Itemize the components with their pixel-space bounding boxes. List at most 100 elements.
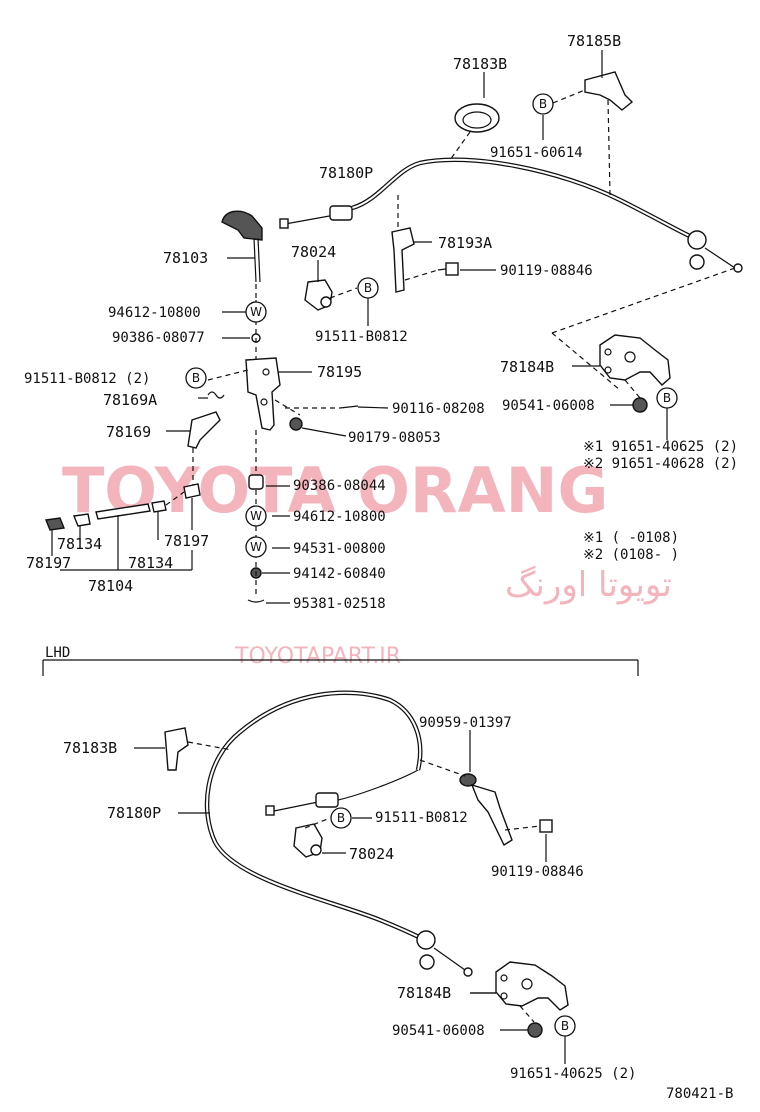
note-1: ※1 91651-40625 (2): [583, 439, 738, 455]
label-78169: 78169: [106, 423, 151, 441]
label-78195: 78195: [317, 363, 362, 381]
label-90386-08044: 90386-08044: [293, 478, 386, 494]
diagram-id: 780421-B: [666, 1086, 733, 1102]
bushing-90541-06008-bottom: [527, 1022, 543, 1038]
note-2: ※2 91651-40628 (2): [583, 456, 738, 472]
cable-end-tip: [279, 218, 289, 229]
svg-text:B: B: [663, 391, 671, 405]
watermark-url: TOYOTAPART.IR: [234, 644, 401, 669]
label-lhd: LHD: [45, 645, 70, 661]
collar-90386-08044: [248, 474, 264, 490]
top-assembly: [45, 50, 743, 604]
label-90116-08208: 90116-08208: [392, 401, 485, 417]
marker-b-1: [532, 93, 554, 115]
label-78193A: 78193A: [438, 234, 492, 252]
label-78183B: 78183B: [453, 55, 507, 73]
bracket-bottom: [470, 783, 513, 847]
bolt-90119-08846: [445, 262, 459, 276]
label-90959-01397: 90959-01397: [419, 715, 512, 731]
clip-95381-02518: [247, 599, 265, 603]
lhd-divider: LHD: [42, 645, 639, 676]
label-78197-left: 78197: [26, 554, 71, 572]
top-markers: B B W B B W W: [185, 93, 678, 558]
svg-text:W: W: [250, 540, 262, 554]
bracket-78185B: [584, 71, 634, 111]
label-90119-08846-top: 90119-08846: [500, 263, 593, 279]
bracket-78193A: [391, 227, 415, 293]
cap-78197-left: [45, 517, 65, 531]
bracket-78195: [245, 357, 281, 431]
svg-text:W: W: [250, 305, 262, 319]
bushing-78134-left: [73, 513, 91, 527]
label-94612-10800-b: 94612-10800: [293, 509, 386, 525]
label-90541-06008-top: 90541-06008: [502, 398, 595, 414]
range-1: ※1 ( -0108): [583, 530, 679, 546]
label-94612-10800-a: 94612-10800: [108, 305, 201, 321]
label-78184B-bottom: 78184B: [397, 984, 451, 1002]
marker-b-6: [554, 1015, 576, 1037]
label-78024-bottom: 78024: [349, 845, 394, 863]
range-2: ※2 (0108- ): [583, 547, 679, 563]
label-91651-60614: 91651-60614: [490, 145, 583, 161]
label-95381-02518: 95381-02518: [293, 596, 386, 612]
cable-end-tip-bottom: [265, 805, 275, 816]
cable-end-fitting-bottom: [315, 792, 339, 808]
marker-w-3: [245, 536, 267, 558]
shaft-78104: [95, 503, 151, 520]
label-78169A: 78169A: [103, 391, 157, 409]
label-91511-B0812-a: 91511-B0812: [315, 329, 408, 345]
svg-text:B: B: [364, 281, 372, 295]
marker-b-3: [185, 367, 207, 389]
svg-text:W: W: [250, 509, 262, 523]
spring-78169A: [207, 391, 225, 399]
shift-lever-78103: [221, 210, 263, 241]
label-90179-08053: 90179-08053: [348, 430, 441, 446]
top-labels: 78185B 78183B 91651-60614 78180P 78193A …: [24, 32, 738, 612]
marker-b-4: [656, 387, 678, 409]
label-91511-B0812-2: 91511-B0812 (2): [24, 371, 150, 387]
svg-text:B: B: [539, 97, 547, 111]
bushing-78134-right: [151, 500, 167, 513]
svg-text:B: B: [561, 1019, 569, 1033]
label-78180P-bottom: 78180P: [107, 804, 161, 822]
label-91511-B0812-bottom: 91511-B0812: [375, 810, 468, 826]
nut-90179-08053: [289, 417, 303, 431]
svg-text:B: B: [337, 811, 345, 825]
cap-78197-right: [183, 483, 201, 499]
label-90541-06008-bottom: 90541-06008: [392, 1023, 485, 1039]
label-90386-08077: 90386-08077: [112, 330, 205, 346]
label-78134-right: 78134: [128, 554, 173, 572]
cable-end-fitting: [329, 205, 353, 221]
marker-b-5: [330, 807, 352, 829]
cable-far-end-fitting: [687, 230, 707, 250]
bushing-90541-06008: [632, 397, 648, 413]
label-94531-00800: 94531-00800: [293, 541, 386, 557]
watermark-brand: TOYOTA ORANG: [62, 454, 608, 527]
watermark-brand-fa: تویوتا اورنگ: [505, 565, 672, 605]
marker-w-2: [245, 505, 267, 527]
label-78197-right: 78197: [164, 532, 209, 550]
label-78184B-top: 78184B: [500, 358, 554, 376]
label-78103: 78103: [163, 249, 208, 267]
bottom-labels: 78183B 90959-01397 78180P 91511-B0812 78…: [63, 715, 733, 1102]
bottom-assembly: [134, 690, 569, 1064]
label-94142-60840: 94142-60840: [293, 566, 386, 582]
bolt-90119-08846-bottom: [539, 819, 553, 833]
svg-text:B: B: [192, 371, 200, 385]
lever-78169: [187, 411, 221, 449]
label-91651-40625-2: 91651-40625 (2): [510, 1066, 636, 1082]
label-90119-08846-bottom: 90119-08846: [491, 864, 584, 880]
label-78183B-bottom: 78183B: [63, 739, 117, 757]
bracket-78184B: [599, 334, 671, 386]
label-78185B: 78185B: [567, 32, 621, 50]
label-78104: 78104: [88, 577, 133, 595]
bottom-markers: B B: [330, 807, 576, 1037]
marker-b-2: [357, 277, 379, 299]
label-78180P: 78180P: [319, 164, 373, 182]
label-78134-left: 78134: [57, 535, 102, 553]
grommet-90959-01397: [459, 773, 477, 787]
marker-w-1: [245, 301, 267, 323]
clamp-78183B-bottom: [164, 727, 189, 771]
cable-far-end-bottom: [416, 930, 436, 950]
